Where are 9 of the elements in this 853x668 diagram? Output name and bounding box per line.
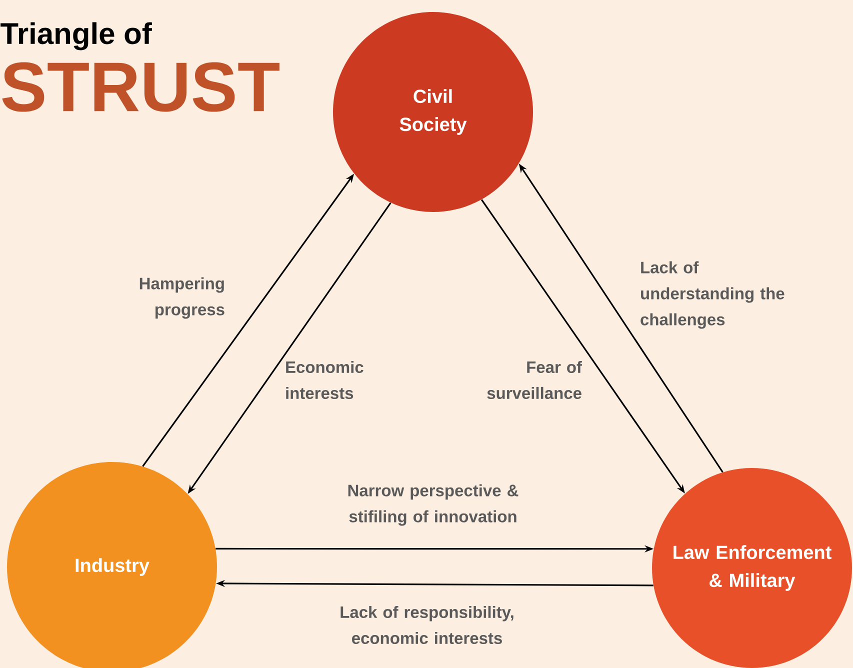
edge-label: Narrow perspective & stifiling of innovation bbox=[348, 484, 518, 526]
circle-node: Law Enforcement & Military bbox=[652, 468, 852, 668]
title: Triangle of bbox=[0, 22, 152, 50]
circle-node: Civil Society bbox=[333, 12, 533, 212]
edge-label: Lack of responsibility, economic interests bbox=[340, 606, 514, 644]
edge-label: Fear of surveillance bbox=[487, 360, 582, 400]
edge-label: Economic interests bbox=[286, 360, 364, 400]
edge-label: Lack of understanding the challenges bbox=[640, 261, 784, 329]
edge-label: Hampering progress bbox=[140, 277, 224, 319]
